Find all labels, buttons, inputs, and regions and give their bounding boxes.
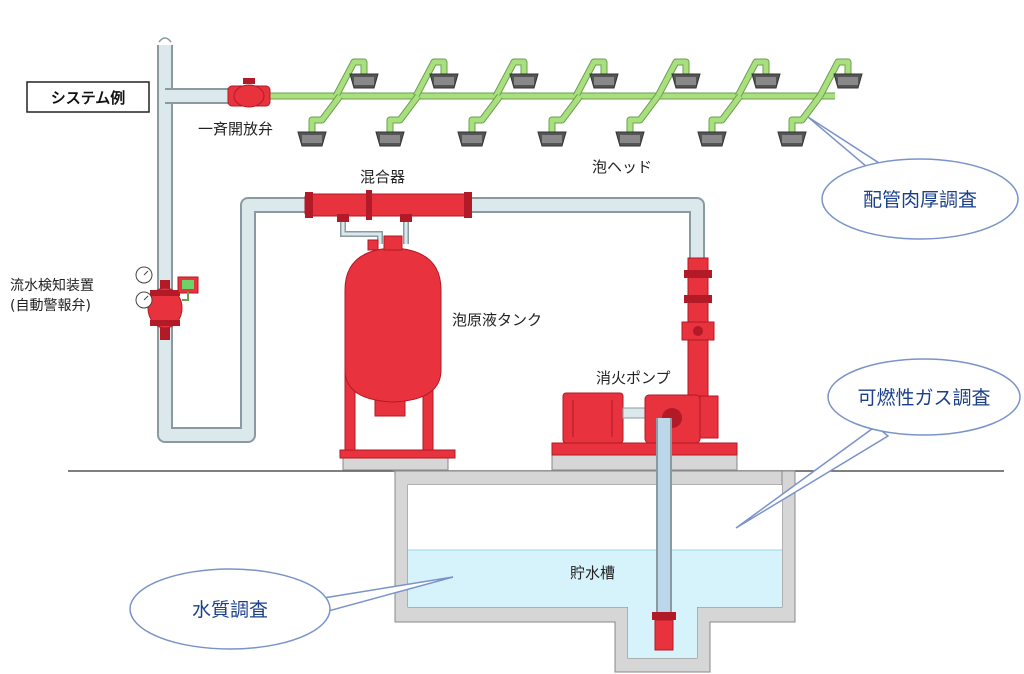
foam-head-icon bbox=[816, 58, 863, 98]
ground-and-pit bbox=[68, 470, 1004, 673]
system-example-box: システム例 bbox=[26, 81, 150, 113]
fire-pump-icon[interactable] bbox=[551, 392, 738, 471]
foam-head-icon bbox=[734, 58, 781, 98]
callout-water-quality-text: 水質調査 bbox=[192, 599, 268, 621]
mixer-icon[interactable] bbox=[304, 190, 472, 244]
foam-head-icon bbox=[537, 93, 583, 147]
foam-head-icon bbox=[412, 58, 459, 98]
foam-head-icon bbox=[297, 93, 343, 147]
mixer-label: 混合器 bbox=[360, 168, 405, 186]
foam-head-icon bbox=[697, 93, 743, 147]
foam-head-icon bbox=[654, 58, 701, 98]
water-tank-label: 貯水槽 bbox=[570, 564, 615, 582]
foam-head-icon bbox=[375, 93, 421, 147]
foam-head-icon bbox=[492, 58, 539, 98]
flow-detector-sublabel: (自動警報弁) bbox=[10, 298, 91, 314]
upper-foam-heads bbox=[332, 58, 863, 98]
system-example-title: システム例 bbox=[51, 89, 126, 107]
callout-pipe-thickness: 配管肉厚調査 bbox=[807, 116, 1019, 240]
foam-head-icon bbox=[615, 93, 661, 147]
foam-head-label: 泡ヘッド bbox=[592, 158, 652, 176]
water-body bbox=[408, 550, 782, 658]
pump-riser bbox=[681, 257, 715, 409]
callout-pipe-thickness-text: 配管肉厚調査 bbox=[863, 189, 977, 211]
flow-detector-label: 流水検知装置 bbox=[10, 277, 94, 294]
callout-water-quality: 水質調査 bbox=[129, 568, 454, 650]
flow-detector-icon[interactable] bbox=[135, 266, 199, 340]
callout-flammable-gas-text: 可燃性ガス調査 bbox=[857, 387, 990, 409]
foam-branch-lines bbox=[270, 58, 863, 147]
foam-tank-icon[interactable] bbox=[339, 235, 456, 471]
foam-head-icon bbox=[457, 93, 503, 147]
foam-tank-label: 泡原液タンク bbox=[452, 311, 542, 329]
fire-pump-label: 消火ポンプ bbox=[596, 369, 671, 387]
foam-head-icon bbox=[777, 93, 823, 147]
lower-foam-heads bbox=[297, 93, 823, 147]
foam-head-icon bbox=[332, 58, 379, 98]
callout-flammable-gas: 可燃性ガス調査 bbox=[735, 358, 1021, 529]
suction-pipe bbox=[652, 418, 676, 651]
deluge-valve-label: 一斉開放弁 bbox=[198, 120, 273, 138]
deluge-valve-icon[interactable] bbox=[227, 78, 271, 108]
foam-head-icon bbox=[572, 58, 619, 98]
